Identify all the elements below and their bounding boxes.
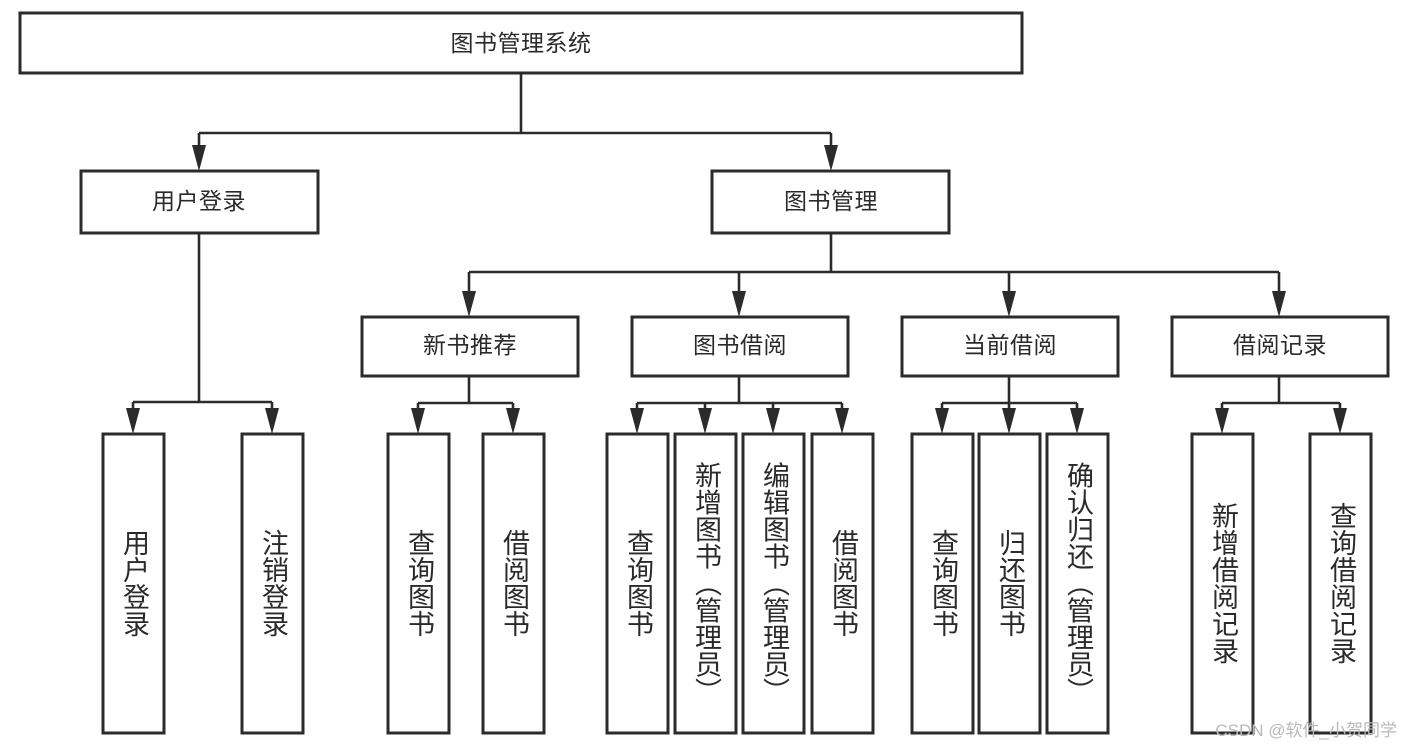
node-leaf-user-login-label: 用户登录 bbox=[119, 529, 150, 637]
connector-group-current-borrow bbox=[935, 376, 1084, 434]
arrowhead-leaf-add-record bbox=[1215, 408, 1229, 434]
connector-group-book-borrow bbox=[630, 376, 849, 434]
node-leaf-borrow-book-2-box[interactable] bbox=[810, 432, 875, 735]
connector-group-user-login bbox=[126, 233, 279, 434]
arrowhead-new-book-recommend bbox=[462, 291, 476, 317]
node-user-login-label: 用户登录 bbox=[152, 188, 246, 214]
node-leaf-confirm-return-label: 确认归还（管理员） bbox=[1063, 461, 1094, 704]
arrowhead-leaf-return-book bbox=[1002, 408, 1016, 434]
node-current-borrow-label: 当前借阅 bbox=[963, 332, 1057, 358]
node-leaf-add-record-label: 新增借阅记录 bbox=[1208, 502, 1239, 664]
node-new-book-recommend-label: 新书推荐 bbox=[423, 332, 517, 358]
node-leaf-query-book-2[interactable]: 查询图书 bbox=[605, 432, 670, 735]
node-leaf-query-record[interactable]: 查询借阅记录 bbox=[1308, 432, 1373, 735]
node-leaf-borrow-book-1-label: 借阅图书 bbox=[499, 529, 530, 637]
arrowhead-current-borrow bbox=[1002, 291, 1016, 317]
node-root-label: 图书管理系统 bbox=[451, 30, 592, 56]
arrowhead-leaf-query-book-2 bbox=[630, 408, 644, 434]
node-book-borrow-label: 图书借阅 bbox=[693, 332, 787, 358]
node-book-management-label: 图书管理 bbox=[784, 188, 878, 214]
node-borrow-record[interactable]: 借阅记录 bbox=[1170, 315, 1390, 378]
node-leaf-return-book[interactable]: 归还图书 bbox=[977, 432, 1042, 735]
node-current-borrow[interactable]: 当前借阅 bbox=[900, 315, 1120, 378]
node-user-login-box[interactable] bbox=[79, 169, 320, 235]
arrowhead-leaf-query-book-1 bbox=[411, 408, 425, 434]
node-leaf-query-record-box[interactable] bbox=[1308, 432, 1373, 735]
node-book-management[interactable]: 图书管理 bbox=[710, 169, 951, 235]
node-leaf-borrow-book-1-box[interactable] bbox=[481, 432, 546, 735]
node-book-borrow-box[interactable] bbox=[630, 315, 850, 378]
node-leaf-logout-login-label: 注销登录 bbox=[258, 529, 289, 637]
node-root-box[interactable] bbox=[18, 11, 1024, 75]
arrowhead-leaf-query-book-3 bbox=[935, 408, 949, 434]
node-leaf-user-login[interactable]: 用户登录 bbox=[101, 432, 166, 735]
node-leaf-add-book-box[interactable] bbox=[673, 432, 738, 735]
node-leaf-logout-login-box[interactable] bbox=[240, 432, 305, 735]
node-leaf-query-book-1-label: 查询图书 bbox=[404, 529, 435, 637]
node-leaf-edit-book-box[interactable] bbox=[741, 432, 806, 735]
arrowhead-leaf-borrow-book-2 bbox=[835, 408, 849, 434]
node-book-borrow[interactable]: 图书借阅 bbox=[630, 315, 850, 378]
node-leaf-query-book-3-label: 查询图书 bbox=[928, 529, 959, 637]
csdn-watermark: CSDN @软件_小贺同学 bbox=[1215, 721, 1397, 740]
node-leaf-edit-book[interactable]: 编辑图书（管理员） bbox=[741, 432, 806, 735]
arrowhead-leaf-query-record bbox=[1333, 408, 1347, 434]
node-current-borrow-box[interactable] bbox=[900, 315, 1120, 378]
node-leaf-borrow-book-2[interactable]: 借阅图书 bbox=[810, 432, 875, 735]
node-leaf-query-book-3-box[interactable] bbox=[910, 432, 975, 735]
node-leaf-query-record-label: 查询借阅记录 bbox=[1326, 502, 1357, 664]
node-leaf-edit-book-label: 编辑图书（管理员） bbox=[759, 461, 790, 704]
arrowhead-borrow-record bbox=[1272, 291, 1286, 317]
node-root[interactable]: 图书管理系统 bbox=[18, 11, 1024, 75]
node-leaf-return-book-box[interactable] bbox=[977, 432, 1042, 735]
node-leaf-query-book-2-label: 查询图书 bbox=[623, 529, 654, 637]
node-user-login[interactable]: 用户登录 bbox=[79, 169, 320, 235]
arrowhead-leaf-user-login bbox=[126, 408, 140, 434]
node-new-book-recommend[interactable]: 新书推荐 bbox=[360, 315, 580, 378]
node-leaf-add-record-box[interactable] bbox=[1190, 432, 1255, 735]
arrowhead-leaf-logout-login bbox=[265, 408, 279, 434]
connector-group-book-management bbox=[462, 233, 1286, 317]
node-leaf-borrow-book-2-label: 借阅图书 bbox=[828, 529, 859, 637]
node-book-management-box[interactable] bbox=[710, 169, 951, 235]
node-borrow-record-box[interactable] bbox=[1170, 315, 1390, 378]
node-new-book-recommend-box[interactable] bbox=[360, 315, 580, 378]
arrowhead-leaf-edit-book bbox=[766, 408, 780, 434]
node-leaf-query-book-1[interactable]: 查询图书 bbox=[386, 432, 451, 735]
connector-group-root bbox=[192, 73, 838, 171]
node-leaf-add-book-label: 新增图书（管理员） bbox=[691, 461, 722, 704]
arrowhead-user-login bbox=[192, 145, 206, 171]
node-leaf-query-book-1-box[interactable] bbox=[386, 432, 451, 735]
node-leaf-logout-login[interactable]: 注销登录 bbox=[240, 432, 305, 735]
arrowhead-leaf-borrow-book-1 bbox=[506, 408, 520, 434]
node-leaf-query-book-3[interactable]: 查询图书 bbox=[910, 432, 975, 735]
arrowhead-book-management bbox=[824, 145, 838, 171]
connector-group-new-book-recommend bbox=[411, 376, 520, 434]
connector-group-borrow-record bbox=[1215, 376, 1347, 434]
arrowhead-leaf-add-book bbox=[698, 408, 712, 434]
node-leaf-user-login-box[interactable] bbox=[101, 432, 166, 735]
node-borrow-record-label: 借阅记录 bbox=[1233, 332, 1327, 358]
node-leaf-confirm-return[interactable]: 确认归还（管理员） bbox=[1045, 432, 1110, 735]
arrowhead-leaf-confirm-return bbox=[1070, 408, 1084, 434]
node-leaf-return-book-label: 归还图书 bbox=[995, 529, 1026, 637]
node-leaf-add-book[interactable]: 新增图书（管理员） bbox=[673, 432, 738, 735]
arrowhead-book-borrow bbox=[732, 291, 746, 317]
node-leaf-query-book-2-box[interactable] bbox=[605, 432, 670, 735]
node-leaf-add-record[interactable]: 新增借阅记录 bbox=[1190, 432, 1255, 735]
node-leaf-confirm-return-box[interactable] bbox=[1045, 432, 1110, 735]
node-leaf-borrow-book-1[interactable]: 借阅图书 bbox=[481, 432, 546, 735]
